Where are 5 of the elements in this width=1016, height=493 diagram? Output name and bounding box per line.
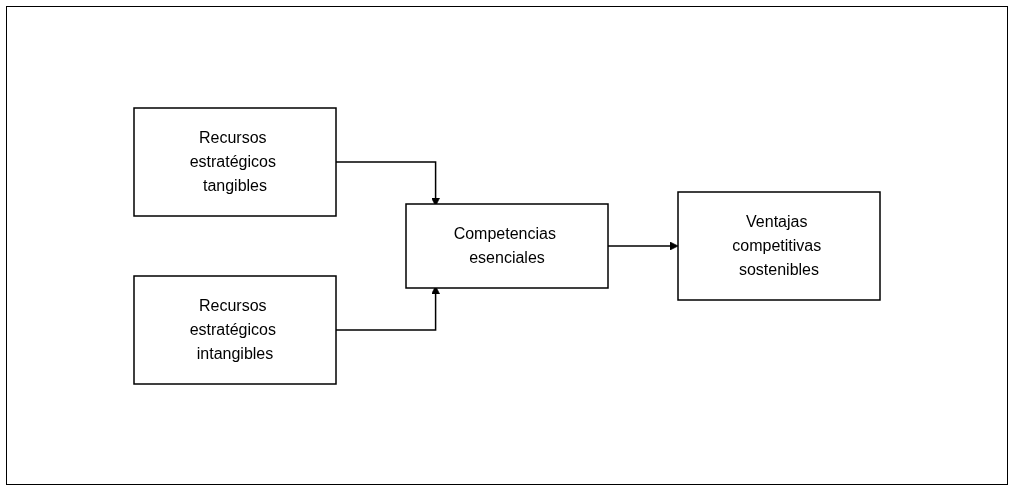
- node-box: [405, 202, 609, 289]
- diagram-frame: Recursos estratégicos tangibles Recursos estratégicos intangibles Competencias esenciales Ventajas competitivas sostenibles: [6, 6, 1008, 485]
- node-box: [133, 106, 337, 217]
- node-box: [677, 190, 881, 301]
- node-box: [133, 274, 337, 385]
